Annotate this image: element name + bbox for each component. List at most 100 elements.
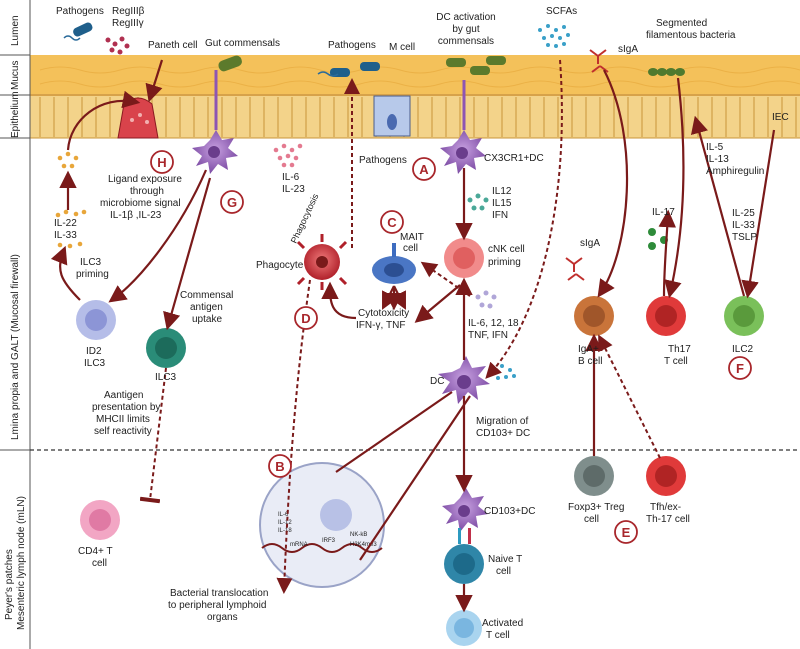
naive-cell-label: cell <box>496 566 511 577</box>
svg-text:D: D <box>301 311 310 326</box>
scfa-dots-icon <box>538 24 570 48</box>
tfh-label: Tfh/ex- <box>650 502 681 513</box>
dc-activation-label: DC activation <box>436 12 495 23</box>
il17-label: IL-17 <box>652 207 675 218</box>
ligand-label-4: IL-1β ,IL-23 <box>110 210 162 221</box>
ilc3-priming-label-2: priming <box>76 269 109 280</box>
cx3cr1-dendritic-cell <box>440 80 486 174</box>
siga-mid-label: sIgA <box>580 238 600 249</box>
ilc2-cell <box>724 296 764 336</box>
siga-top-label: sIgA <box>618 44 638 55</box>
layer-mucus: Mucus <box>10 61 21 90</box>
commensals-label: Gut commensals <box>205 38 280 49</box>
mait-label-2: cell <box>403 243 418 254</box>
foxp3-cell-label: cell <box>584 514 599 525</box>
panel-f: F <box>728 356 752 380</box>
antigen-label-4: self reactivity <box>94 426 152 437</box>
th17-cell <box>646 296 686 336</box>
commensal-uptake-label-3: uptake <box>192 314 222 325</box>
il15-label: IL15 <box>492 198 512 209</box>
il6-12-18-dots-icon <box>475 290 497 309</box>
panel-a: A <box>412 157 436 181</box>
cnk-label-2: priming <box>488 257 521 268</box>
ilc3-label: ILC3 <box>155 372 177 383</box>
cd103-label: CD103+DC <box>484 506 535 517</box>
paneth-label: Paneth cell <box>148 40 197 51</box>
tfh-cell-label: Th-17 cell <box>646 514 690 525</box>
il33-label: IL-33 <box>54 230 77 241</box>
ligand-label: Ligand exposure <box>108 174 182 185</box>
svg-text:E: E <box>622 525 631 540</box>
amphiregulin-label: Amphiregulin <box>706 166 764 177</box>
th17-t-cell-label: T cell <box>664 356 688 367</box>
b-cell-label: B cell <box>578 356 602 367</box>
dendritic-cell-g <box>192 70 238 174</box>
paneth-cell <box>117 97 159 139</box>
antigen-label: Aantigen <box>104 390 143 401</box>
bacterial-label-3: organs <box>207 612 238 623</box>
phagocyte-cell <box>296 234 348 290</box>
id2-label: ID2 <box>86 346 102 357</box>
siga-mid-icon <box>565 257 585 281</box>
naive-t-cell <box>444 544 484 584</box>
mait-label: MAIT <box>400 232 424 243</box>
cytokine-list-label-2: TNF, IFN <box>468 330 508 341</box>
il22-label: IL-22 <box>54 218 77 229</box>
il6-top-label: IL-6 <box>282 172 300 183</box>
commensal-uptake-label-2: antigen <box>190 302 223 313</box>
sfb-label: Segmented <box>656 18 707 29</box>
svg-text:F: F <box>736 361 744 376</box>
panel-c: C <box>380 210 404 234</box>
mait-cell <box>372 243 416 284</box>
bacterial-label-2: to peripheral lymphoid <box>168 600 266 611</box>
ilc2-label: ILC2 <box>732 344 754 355</box>
nuc-h3k: H3K4me3 <box>350 542 377 548</box>
panel-b: B <box>268 454 292 478</box>
bacterial-label: Bacterial translocation <box>170 588 268 599</box>
panel-e: E <box>614 520 638 544</box>
nuc-irf3: IRF3 <box>322 538 336 544</box>
panel-g: G <box>220 190 244 214</box>
layer-mln: Mesenteric lymph node (mLN) <box>16 496 27 630</box>
commensal-bacteria-icon <box>218 55 242 72</box>
nuc-il18: IL-18 <box>278 528 292 534</box>
iga-label: IgA+ <box>578 344 599 355</box>
migration-label-2: CD103+ DC <box>476 428 530 439</box>
panel-h: H <box>150 150 174 174</box>
il33-right-label: IL-33 <box>732 220 755 231</box>
mucus-layer <box>30 55 800 95</box>
cytotoxicity-label: Cytotoxicity <box>358 308 409 319</box>
scfa-dc-dots-icon <box>492 364 516 380</box>
commensal-cluster-icon <box>446 56 506 75</box>
il12-label: IL12 <box>492 186 512 197</box>
panel-d: D <box>294 306 318 330</box>
layer-peyers: Peyer's patches <box>4 549 15 620</box>
nuc-il12: IL-12 <box>278 520 292 526</box>
id2-ilc3-cell <box>76 300 116 340</box>
layer-lumen: Lumen <box>10 15 21 46</box>
antigen-label-3: MHCII limits <box>96 414 150 425</box>
pathogen-bacteria-icon <box>63 22 93 41</box>
dc-label: DC <box>430 376 444 387</box>
il5-label: IL-5 <box>706 142 724 153</box>
m-cell <box>373 95 411 137</box>
naive-label: Naive T <box>488 554 522 565</box>
il12-dots-icon <box>467 193 489 211</box>
ifn-label: IFN <box>492 210 508 221</box>
sfb-chain-icon <box>648 68 685 76</box>
layer-epithelium: Epithelium <box>10 91 21 138</box>
ilc3-cell <box>146 328 186 368</box>
pathogens-mid-label: Pathogens <box>328 40 376 51</box>
sfb-label-2: filamentous bacteria <box>646 30 736 41</box>
siga-antibody-icon <box>589 49 609 73</box>
pathogen-bacteria-mid-icon <box>317 62 380 77</box>
reg3-peptides-icon <box>105 36 130 55</box>
dc-activation-label-3: commensals <box>438 36 494 47</box>
commensal-uptake-label: Commensal <box>180 290 233 301</box>
foxp3-label: Foxp3+ Treg <box>568 502 624 513</box>
pathogens-left-label: Pathogens <box>56 6 104 17</box>
cx3cr1-label: CX3CR1+DC <box>484 153 544 164</box>
il13-label: IL-13 <box>706 154 729 165</box>
svg-text:G: G <box>227 195 237 210</box>
